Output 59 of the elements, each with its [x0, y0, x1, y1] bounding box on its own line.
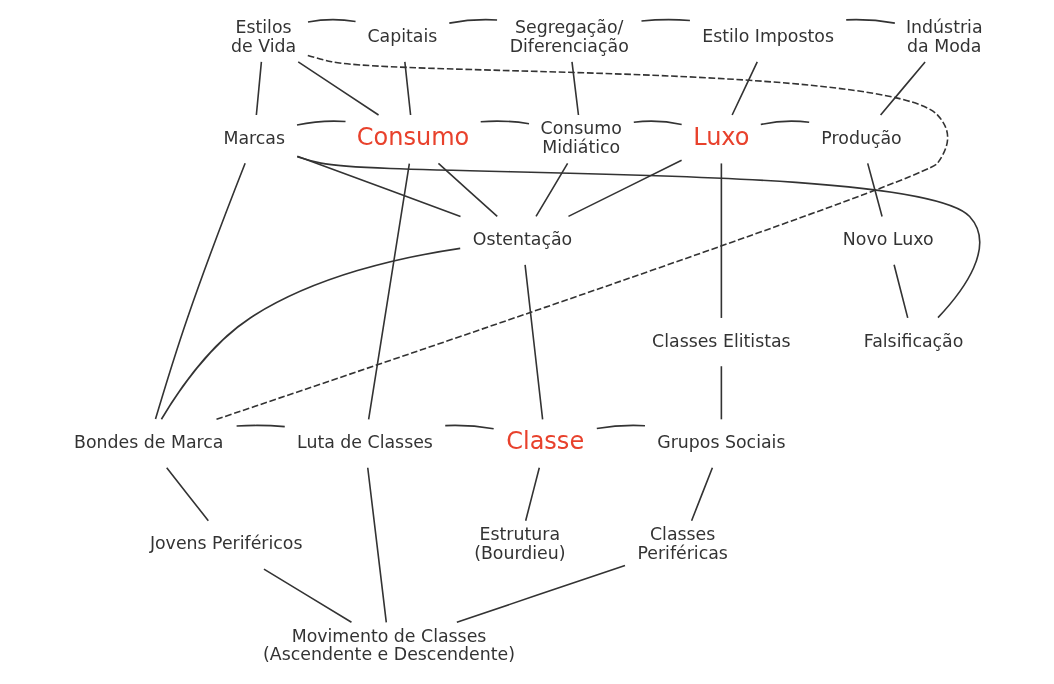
connector: [730, 61, 758, 116]
connector: [567, 159, 682, 218]
connector: [235, 424, 286, 428]
node-text: Luxo: [692, 122, 750, 151]
node-text: Classe: [505, 427, 584, 456]
node-text: Consumo Midiático: [540, 118, 622, 157]
connector: [296, 61, 379, 116]
connector: [165, 466, 209, 522]
connector: [524, 466, 540, 522]
node-text: Capitais: [366, 26, 437, 47]
node-text: Estilos de Vida: [230, 16, 296, 56]
connector: [720, 162, 722, 319]
connector: [215, 54, 948, 421]
node-text: Falsificação: [863, 330, 963, 351]
connector: [720, 365, 722, 421]
node-text: Estrutura (Bourdieu): [473, 524, 565, 563]
connector: [443, 424, 494, 430]
connector: [690, 466, 713, 522]
connector: [879, 61, 926, 116]
connector: [367, 162, 410, 421]
node-text: Ostentação: [472, 229, 572, 250]
connector: [262, 568, 352, 623]
connector: [154, 162, 246, 420]
connector: [479, 120, 530, 125]
connector: [640, 18, 691, 22]
node-text: Estilo Impostos: [701, 26, 834, 47]
connector: [295, 120, 346, 126]
connector: [366, 466, 387, 624]
connector: [866, 162, 883, 218]
connector: [892, 264, 909, 319]
node-text: Novo Luxo: [842, 229, 934, 250]
connector: [255, 61, 262, 116]
connector: [455, 564, 626, 623]
node-text: Grupos Sociais: [656, 431, 785, 452]
node-text: Segregação/ Diferenciação: [509, 16, 629, 56]
connector: [437, 162, 498, 218]
node-text: Indústria da Moda: [905, 16, 983, 56]
connector: [403, 61, 411, 116]
node-text: Marcas: [222, 127, 285, 148]
connector: [844, 18, 896, 24]
connector: [306, 18, 356, 23]
node-text: Classes Periféricas: [636, 524, 728, 563]
node-text: Bondes de Marca: [73, 431, 223, 452]
connector: [632, 120, 682, 126]
connector: [523, 264, 543, 421]
node-text: Luta de Classes: [296, 431, 433, 452]
node-text: Jovens Periféricos: [149, 533, 302, 554]
node-text: Movimento de Classes (Ascendente e Descendente): [262, 625, 515, 665]
connector: [295, 156, 980, 319]
node-text: Consumo: [356, 122, 469, 151]
node-text: Produção: [820, 127, 902, 148]
node-text: Classes Elitistas: [651, 330, 791, 351]
connector: [296, 155, 461, 218]
connector: [570, 61, 579, 116]
connector: [448, 18, 498, 24]
connector: [534, 162, 568, 218]
connector: [595, 424, 646, 430]
connector: [160, 247, 461, 421]
connector: [759, 120, 810, 126]
